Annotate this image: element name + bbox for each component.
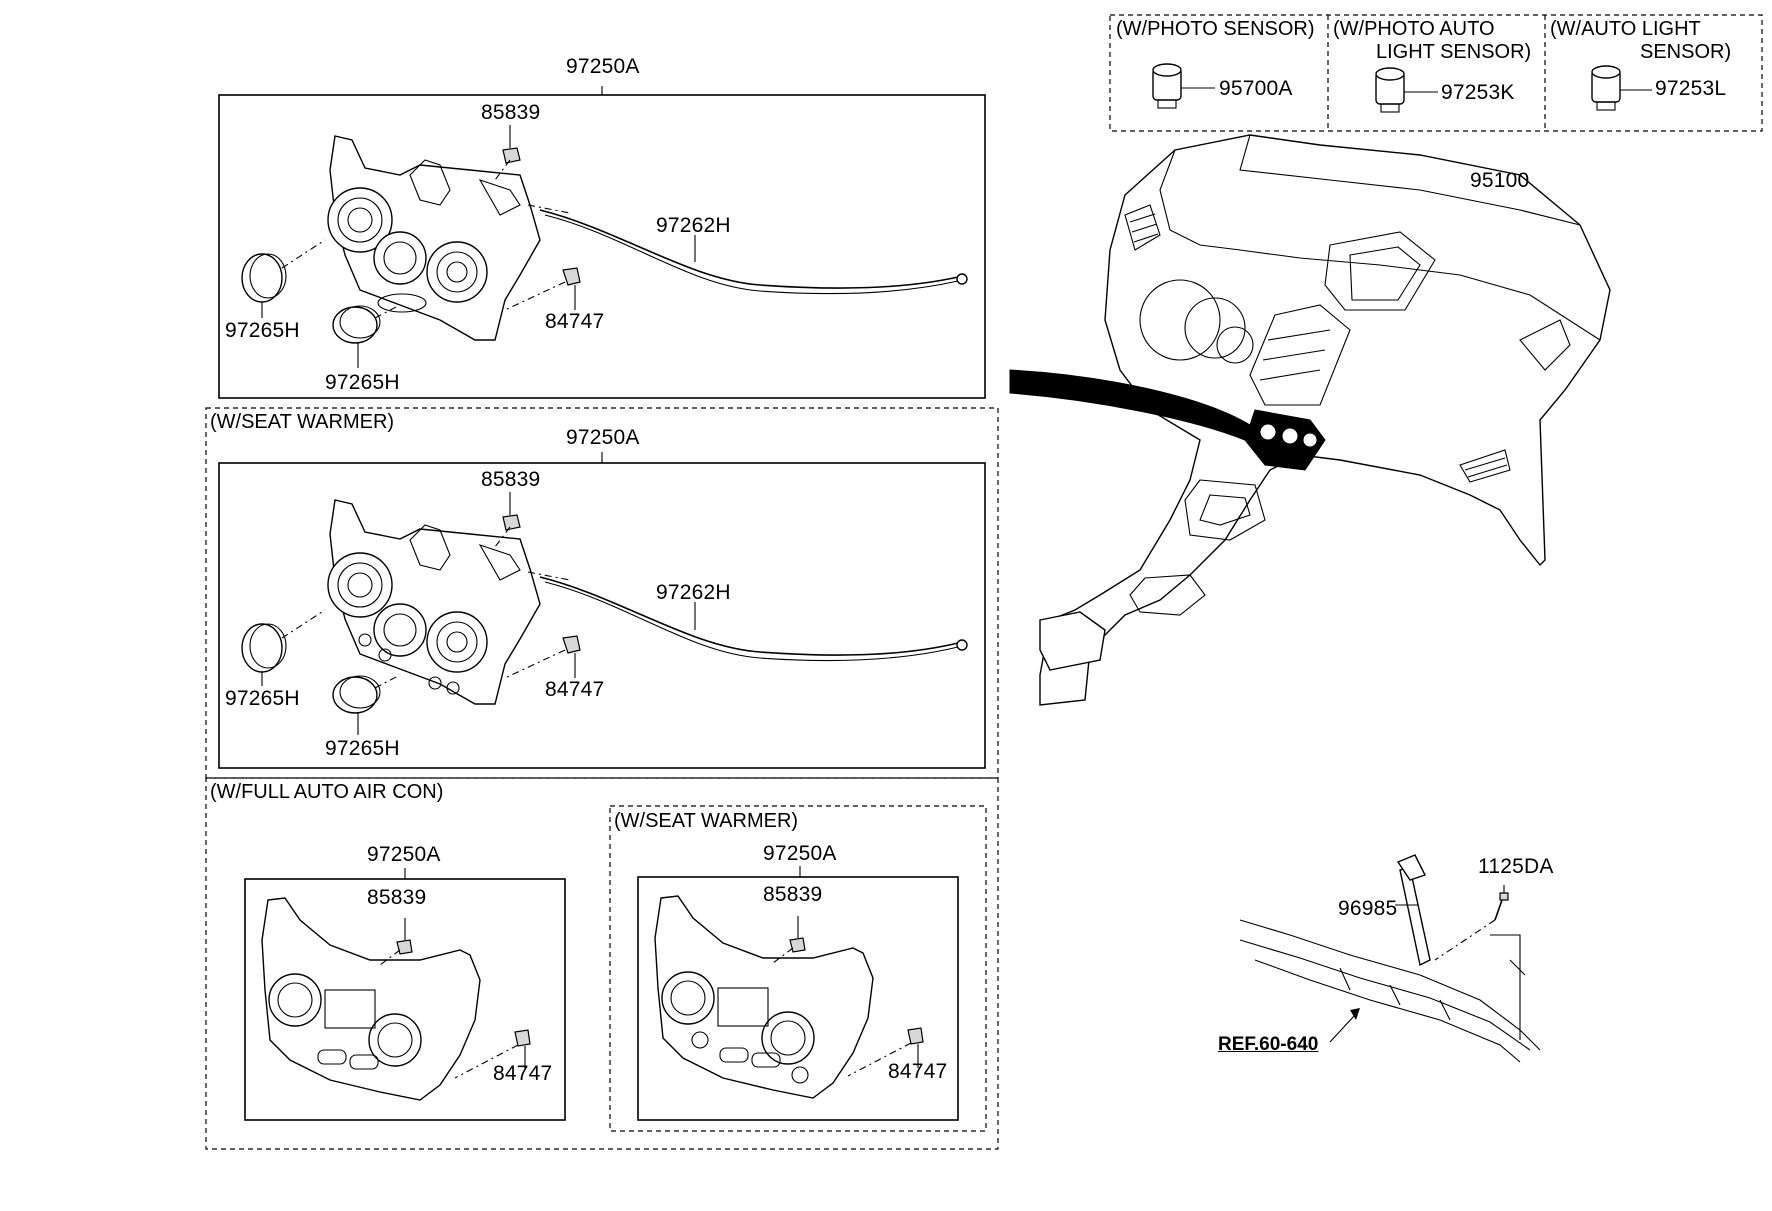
- part-label-1125da: 1125DA: [1478, 855, 1554, 878]
- group-title-auto-light-2: SENSOR): [1640, 41, 1732, 63]
- part-label-96985: 96985: [1338, 897, 1398, 920]
- part-label-97250a-2: 97250A: [566, 426, 640, 449]
- reference-label: REF.60-640: [1218, 1034, 1319, 1055]
- group-title-photo-auto-1: (W/PHOTO AUTO: [1333, 18, 1495, 40]
- sensor-97253l: [1591, 65, 1652, 111]
- heater-control-panel-1: [241, 86, 968, 368]
- sensor-95700a: [1152, 63, 1215, 109]
- part-label-97253l: 97253L: [1655, 77, 1727, 100]
- part-label-85839-2: 85839: [481, 468, 541, 491]
- part-label-97265h-1a: 97265H: [225, 319, 300, 342]
- frame-full-auto-seat-warmer-assembly: [637, 876, 959, 1121]
- part-label-95100: 95100: [1470, 169, 1530, 192]
- auto-control-panel-2: [654, 866, 924, 1099]
- part-label-84747-2: 84747: [545, 678, 605, 701]
- frame-sensor-options: [1109, 14, 1763, 132]
- part-label-84747-1: 84747: [545, 310, 605, 333]
- part-label-97265h-1b: 97265H: [325, 371, 400, 394]
- group-title-photo-auto-2: LIGHT SENSOR): [1376, 41, 1532, 63]
- group-title-seat-warmer-2: (W/SEAT WARMER): [614, 810, 799, 832]
- bracket-assembly: [1239, 854, 1541, 1063]
- frame-full-auto-group: [205, 777, 999, 1150]
- part-label-85839-4: 85839: [763, 883, 823, 906]
- part-label-97250a-4: 97250A: [763, 842, 837, 865]
- part-label-95700a: 95700A: [1219, 77, 1293, 100]
- sensor-97253k: [1375, 67, 1438, 113]
- part-label-84747-3: 84747: [493, 1062, 553, 1085]
- part-label-85839-1: 85839: [481, 101, 541, 124]
- group-title-seat-warmer-1: (W/SEAT WARMER): [210, 411, 395, 433]
- heater-control-panel-2: [241, 452, 968, 735]
- part-label-97253k: 97253K: [1441, 81, 1515, 104]
- dashboard-illustration: [1009, 134, 1611, 706]
- auto-control-panel-1: [261, 868, 531, 1101]
- group-title-photo-sensor: (W/PHOTO SENSOR): [1116, 18, 1315, 40]
- part-label-84747-4: 84747: [888, 1060, 948, 1083]
- part-label-97265h-2b: 97265H: [325, 737, 400, 760]
- part-label-97250a-1: 97250A: [566, 55, 640, 78]
- part-label-97250a-3: 97250A: [367, 843, 441, 866]
- part-label-97262h-1: 97262H: [656, 214, 731, 237]
- part-label-97265h-2a: 97265H: [225, 687, 300, 710]
- group-title-auto-light-1: (W/AUTO LIGHT: [1550, 18, 1701, 40]
- group-title-full-auto: (W/FULL AUTO AIR CON): [210, 781, 444, 803]
- part-label-97262h-2: 97262H: [656, 581, 731, 604]
- part-label-85839-3: 85839: [367, 886, 427, 909]
